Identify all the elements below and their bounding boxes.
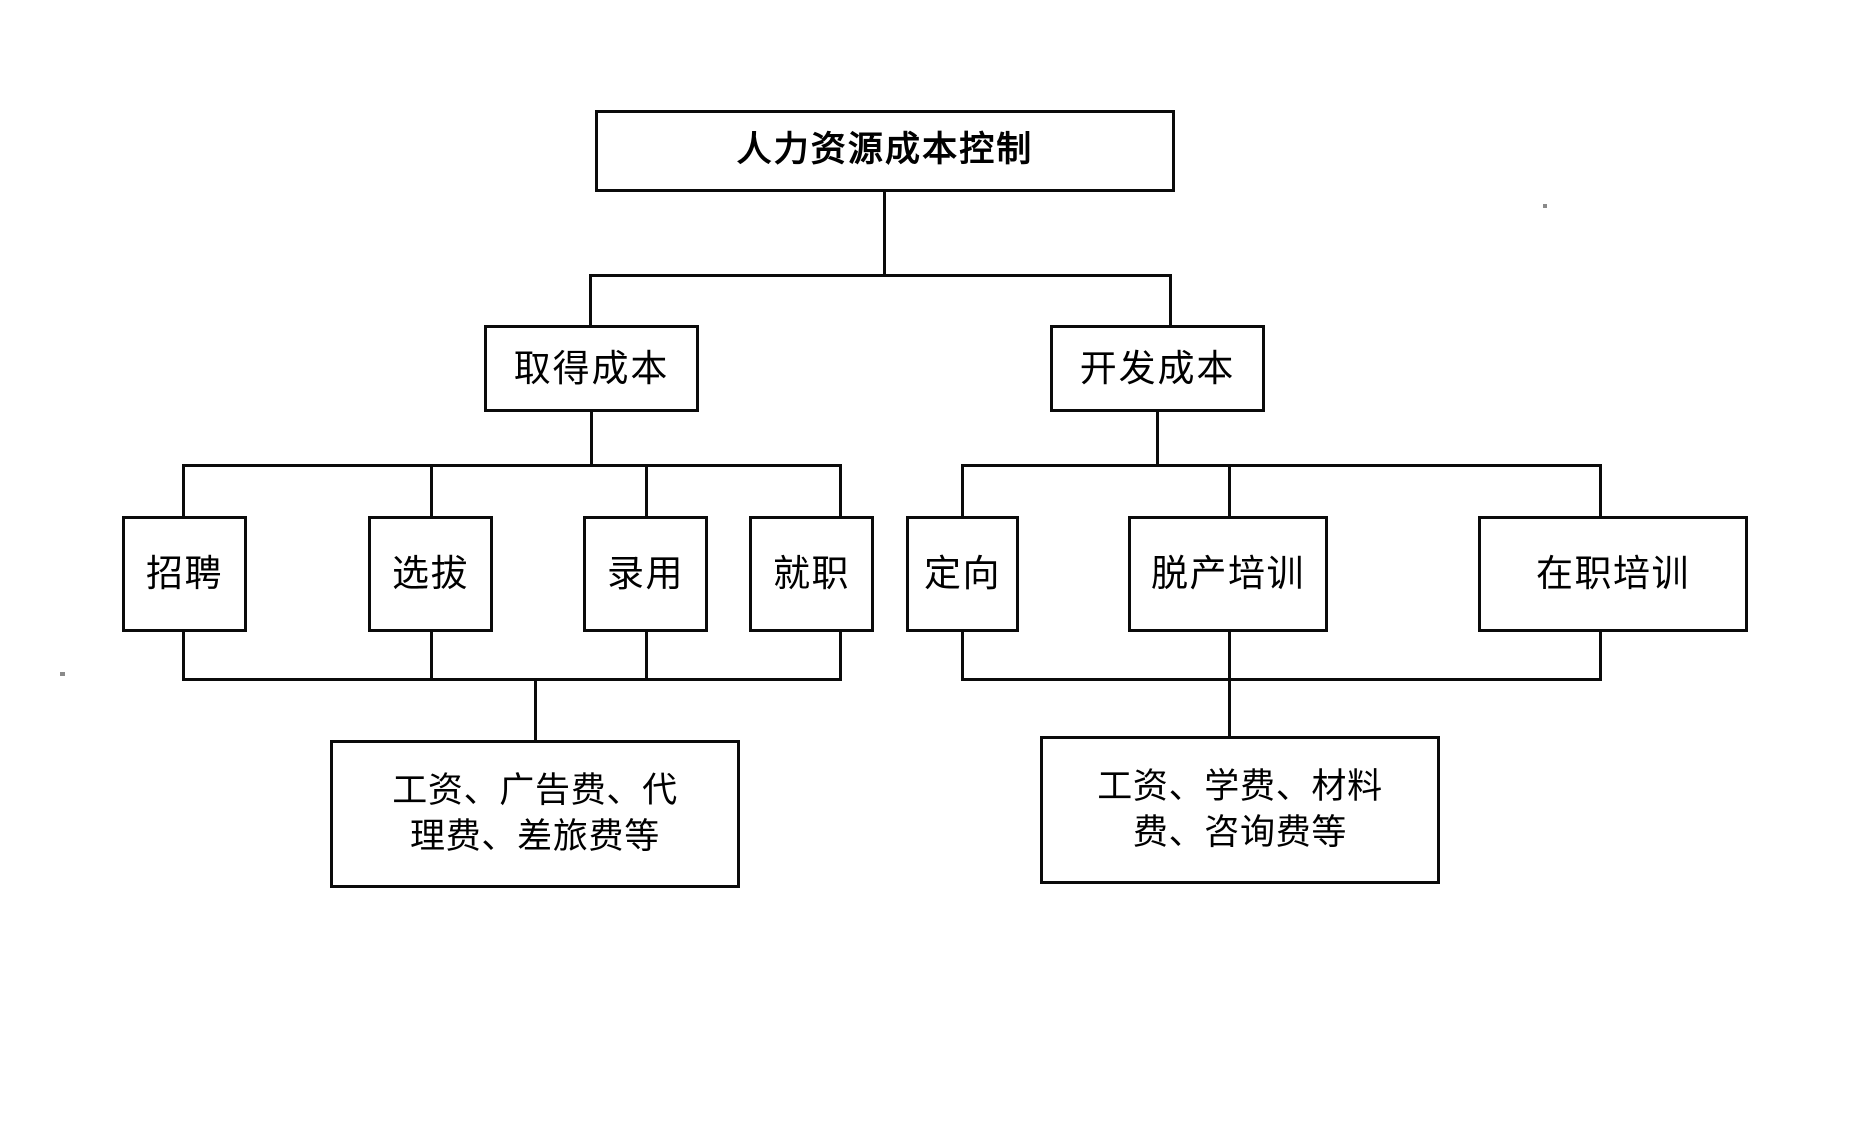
connector-root-stem xyxy=(883,192,886,276)
node-select-label: 选拔 xyxy=(392,552,469,596)
node-hire[interactable]: 录用 xyxy=(583,516,708,632)
connector-acquire-stem xyxy=(590,412,593,464)
connector-onjob-tail xyxy=(1599,632,1602,680)
connector-select-tail xyxy=(430,632,433,680)
node-acquire-cost-label: 取得成本 xyxy=(513,346,670,390)
node-onboard-label: 就职 xyxy=(773,552,850,596)
node-onboard[interactable]: 就职 xyxy=(749,516,874,632)
connector-level2-bar xyxy=(589,274,1172,277)
node-onjob-training-label: 在职培训 xyxy=(1536,552,1690,596)
node-develop-summary[interactable]: 工资、学费、材料 费、咨询费等 xyxy=(1040,736,1440,884)
node-select[interactable]: 选拔 xyxy=(368,516,493,632)
connector-develop-stem xyxy=(1156,412,1159,464)
connector-recruit-drop xyxy=(182,464,185,516)
node-acquire-summary[interactable]: 工资、广告费、代 理费、差旅费等 xyxy=(330,740,740,888)
connector-hire-tail xyxy=(645,632,648,680)
connector-acquire-merge-bar xyxy=(182,678,842,681)
node-orientation[interactable]: 定向 xyxy=(906,516,1019,632)
connector-recruit-tail xyxy=(182,632,185,680)
node-offjob-training[interactable]: 脱产培训 xyxy=(1128,516,1328,632)
connector-orientation-drop xyxy=(961,464,964,516)
connector-onboard-drop xyxy=(839,464,842,516)
connector-level2-right-drop xyxy=(1169,274,1172,325)
connector-onjob-drop xyxy=(1599,464,1602,516)
scan-speck xyxy=(1543,204,1547,208)
node-develop-cost[interactable]: 开发成本 xyxy=(1050,325,1265,412)
connector-develop-children-bar xyxy=(961,464,1602,467)
connector-offjob-tail xyxy=(1228,632,1231,680)
node-develop-cost-label: 开发成本 xyxy=(1079,346,1236,390)
connector-level2-left-drop xyxy=(589,274,592,325)
node-recruit-label: 招聘 xyxy=(146,552,223,596)
connector-hire-drop xyxy=(645,464,648,516)
node-onjob-training[interactable]: 在职培训 xyxy=(1478,516,1748,632)
node-root-label: 人力资源成本控制 xyxy=(736,130,1034,171)
connector-select-drop xyxy=(430,464,433,516)
connector-develop-summary-stem xyxy=(1228,678,1231,740)
node-root[interactable]: 人力资源成本控制 xyxy=(595,110,1175,192)
connector-onboard-tail xyxy=(839,632,842,680)
node-offjob-training-label: 脱产培训 xyxy=(1151,552,1305,596)
node-develop-summary-label: 工资、学费、材料 费、咨询费等 xyxy=(1097,766,1383,853)
connector-orientation-tail xyxy=(961,632,964,680)
node-hire-label: 录用 xyxy=(607,552,684,596)
node-orientation-label: 定向 xyxy=(924,552,1001,596)
node-recruit[interactable]: 招聘 xyxy=(122,516,247,632)
connector-develop-merge-bar xyxy=(961,678,1602,681)
node-acquire-cost[interactable]: 取得成本 xyxy=(484,325,699,412)
connector-acquire-children-bar xyxy=(182,464,842,467)
node-acquire-summary-label: 工资、广告费、代 理费、差旅费等 xyxy=(392,770,678,857)
connector-offjob-drop xyxy=(1228,464,1231,516)
scan-speck xyxy=(60,672,65,676)
connector-acquire-summary-stem xyxy=(534,678,537,740)
